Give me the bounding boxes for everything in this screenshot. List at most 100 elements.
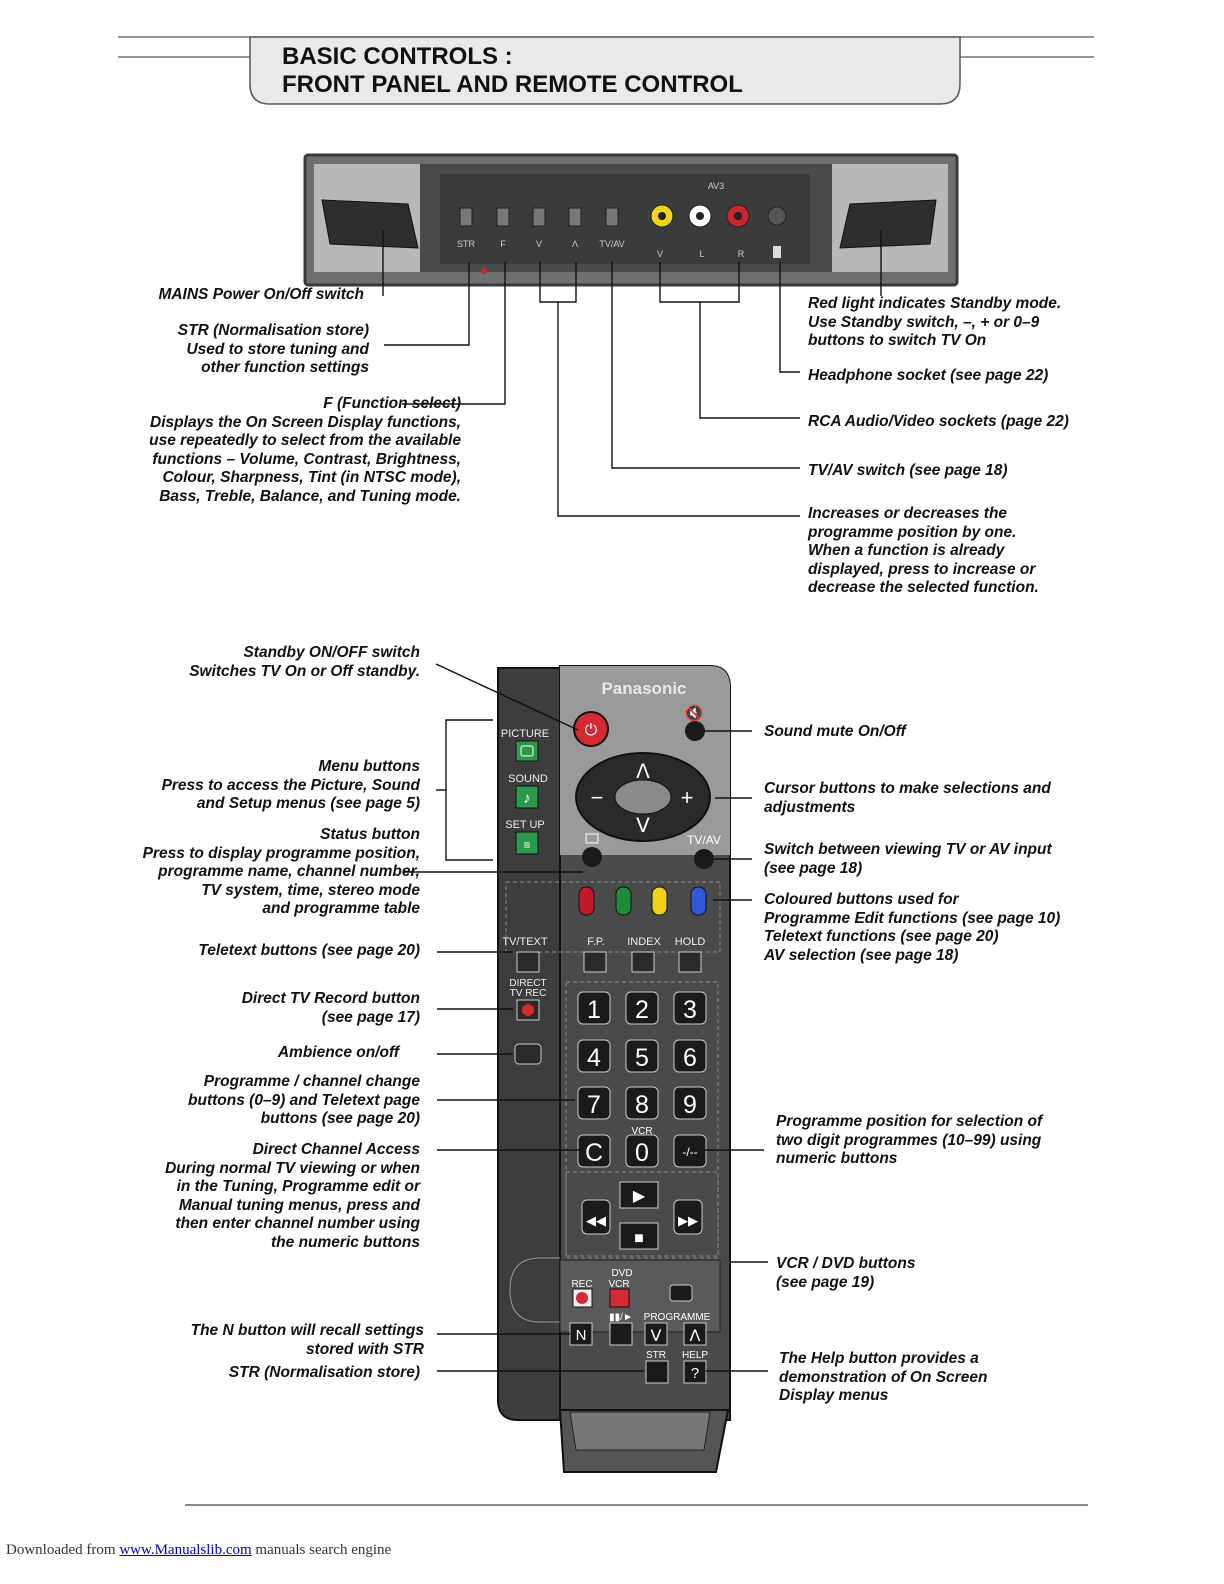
vcr-power-button[interactable] — [609, 1288, 630, 1308]
hold-button[interactable] — [678, 951, 702, 973]
stop-button[interactable] — [619, 1222, 659, 1250]
panel-str-button[interactable] — [459, 207, 473, 227]
digit-button[interactable] — [673, 1086, 707, 1120]
brand-logo: Panasonic — [601, 679, 686, 698]
digit-label: 4 — [587, 1044, 601, 1072]
panel-down-button[interactable] — [532, 207, 546, 227]
programme-down-button[interactable] — [644, 1322, 668, 1346]
label-menu: Menu buttons Press to access the Picture… — [161, 758, 420, 813]
status-button[interactable] — [582, 847, 602, 867]
digit-button[interactable] — [673, 991, 707, 1025]
digit-button[interactable] — [577, 1134, 611, 1168]
ambience-button[interactable] — [514, 1043, 542, 1065]
vcr-zero-label: VCR — [631, 1126, 652, 1137]
label-vcr-dvd: VCR / DVD buttons (see page 19) — [776, 1255, 916, 1291]
digit-label: 6 — [683, 1044, 697, 1072]
digit-button[interactable] — [625, 991, 659, 1025]
green-button[interactable] — [615, 886, 632, 916]
label-mains: MAINS Power On/Off switch — [158, 286, 364, 303]
label-panel-str: STR (Normalisation store) Used to store … — [177, 322, 369, 377]
headphone-icon — [773, 246, 781, 258]
panel-up-button[interactable] — [568, 207, 582, 227]
panel-tvav-button[interactable] — [605, 207, 619, 227]
teletext-label: HOLD — [675, 936, 706, 948]
cursor-up-button[interactable]: ᐱ — [636, 761, 650, 783]
index-button[interactable] — [631, 951, 655, 973]
vcr-dvd-switch[interactable] — [669, 1284, 693, 1302]
colored-group — [505, 881, 721, 953]
digit-button[interactable] — [625, 1039, 659, 1073]
yellow-button[interactable] — [651, 886, 668, 916]
panel-btn-label: STR — [457, 239, 476, 249]
help-button[interactable] — [683, 1360, 707, 1384]
teletext-label: TV/TEXT — [502, 936, 548, 948]
str-label: STR — [646, 1350, 666, 1361]
panel-btn-label: Λ — [572, 239, 578, 249]
digit-label: -/-- — [682, 1145, 697, 1159]
pause-button[interactable] — [609, 1322, 633, 1346]
front-panel: STR F V Λ TV/AV AV3 V L R — [303, 153, 959, 287]
n-label: N — [576, 1327, 587, 1344]
digit-label: 1 — [587, 996, 601, 1024]
digit-label: 3 — [683, 996, 697, 1024]
programme-label: PROGRAMME — [644, 1312, 711, 1323]
ffwd-icon: ▶▶ — [678, 1213, 698, 1228]
digit-label: 8 — [635, 1091, 649, 1119]
play-button[interactable] — [619, 1181, 659, 1209]
tvtext-button[interactable] — [516, 951, 540, 973]
red-button[interactable] — [578, 886, 595, 916]
label-tvav-input: Switch between viewing TV or AV input (s… — [764, 841, 1052, 877]
panel-btn-label: TV/AV — [599, 239, 624, 249]
play-icon: ▶ — [633, 1188, 646, 1205]
rewind-icon: ◀◀ — [586, 1213, 606, 1228]
digit-label: 5 — [635, 1044, 649, 1072]
stop-icon: ■ — [634, 1230, 644, 1247]
digit-button[interactable] — [577, 1086, 611, 1120]
label-mute: Sound mute On/Off — [764, 723, 906, 740]
label-direct-rec: Direct TV Record button (see page 17) — [241, 990, 420, 1026]
rewind-button[interactable] — [581, 1199, 611, 1235]
headphone-socket[interactable] — [767, 206, 787, 226]
cursor-down-button[interactable]: ᐯ — [636, 815, 650, 837]
socket-label: L — [699, 249, 704, 259]
mute-button[interactable] — [685, 721, 705, 741]
digit-button[interactable] — [577, 991, 611, 1025]
cursor-right-button[interactable]: + — [681, 785, 694, 810]
socket-label: R — [738, 249, 745, 259]
programme-up-button[interactable] — [683, 1322, 707, 1346]
digit-button[interactable] — [625, 1086, 659, 1120]
dvd-label: DVD — [611, 1268, 632, 1279]
footer-link[interactable]: www.Manualslib.com — [119, 1542, 252, 1558]
direct-rec-label-1: DIRECT — [509, 978, 546, 989]
cursor-center — [614, 779, 672, 815]
sound-button[interactable] — [515, 785, 539, 809]
footer-rule — [185, 1504, 1088, 1506]
ffwd-button[interactable] — [673, 1199, 703, 1235]
mains-switch[interactable] — [321, 199, 419, 249]
av3-label: AV3 — [708, 181, 724, 191]
page-title: BASIC CONTROLS : FRONT PANEL AND REMOTE … — [282, 43, 743, 98]
remote-str-button[interactable] — [645, 1360, 669, 1384]
panel-leader-lines — [382, 230, 882, 517]
digit-button[interactable] — [673, 1134, 707, 1168]
label-programme-change: Programme / channel change buttons (0–9)… — [188, 1073, 420, 1128]
standby-button[interactable] — [573, 711, 609, 747]
cursor-left-button[interactable]: − — [591, 785, 604, 810]
panel-f-button[interactable] — [496, 207, 510, 227]
vcr-label: VCR — [608, 1279, 629, 1290]
tvav-button[interactable] — [694, 849, 714, 869]
fp-button[interactable] — [583, 951, 607, 973]
digit-button[interactable] — [673, 1039, 707, 1073]
status-icon — [585, 833, 599, 844]
setup-button[interactable] — [515, 831, 539, 855]
digit-button[interactable] — [577, 1039, 611, 1073]
digit-button[interactable] — [625, 1134, 659, 1168]
label-remote-str: STR (Normalisation store) — [228, 1364, 420, 1381]
note-icon: ♪ — [523, 790, 531, 807]
blue-button[interactable] — [690, 886, 707, 916]
standby-light — [481, 268, 487, 274]
footer-prefix: Downloaded from — [6, 1542, 120, 1558]
remote-leader-lines — [403, 663, 768, 1372]
panel-right-grille — [839, 199, 937, 249]
